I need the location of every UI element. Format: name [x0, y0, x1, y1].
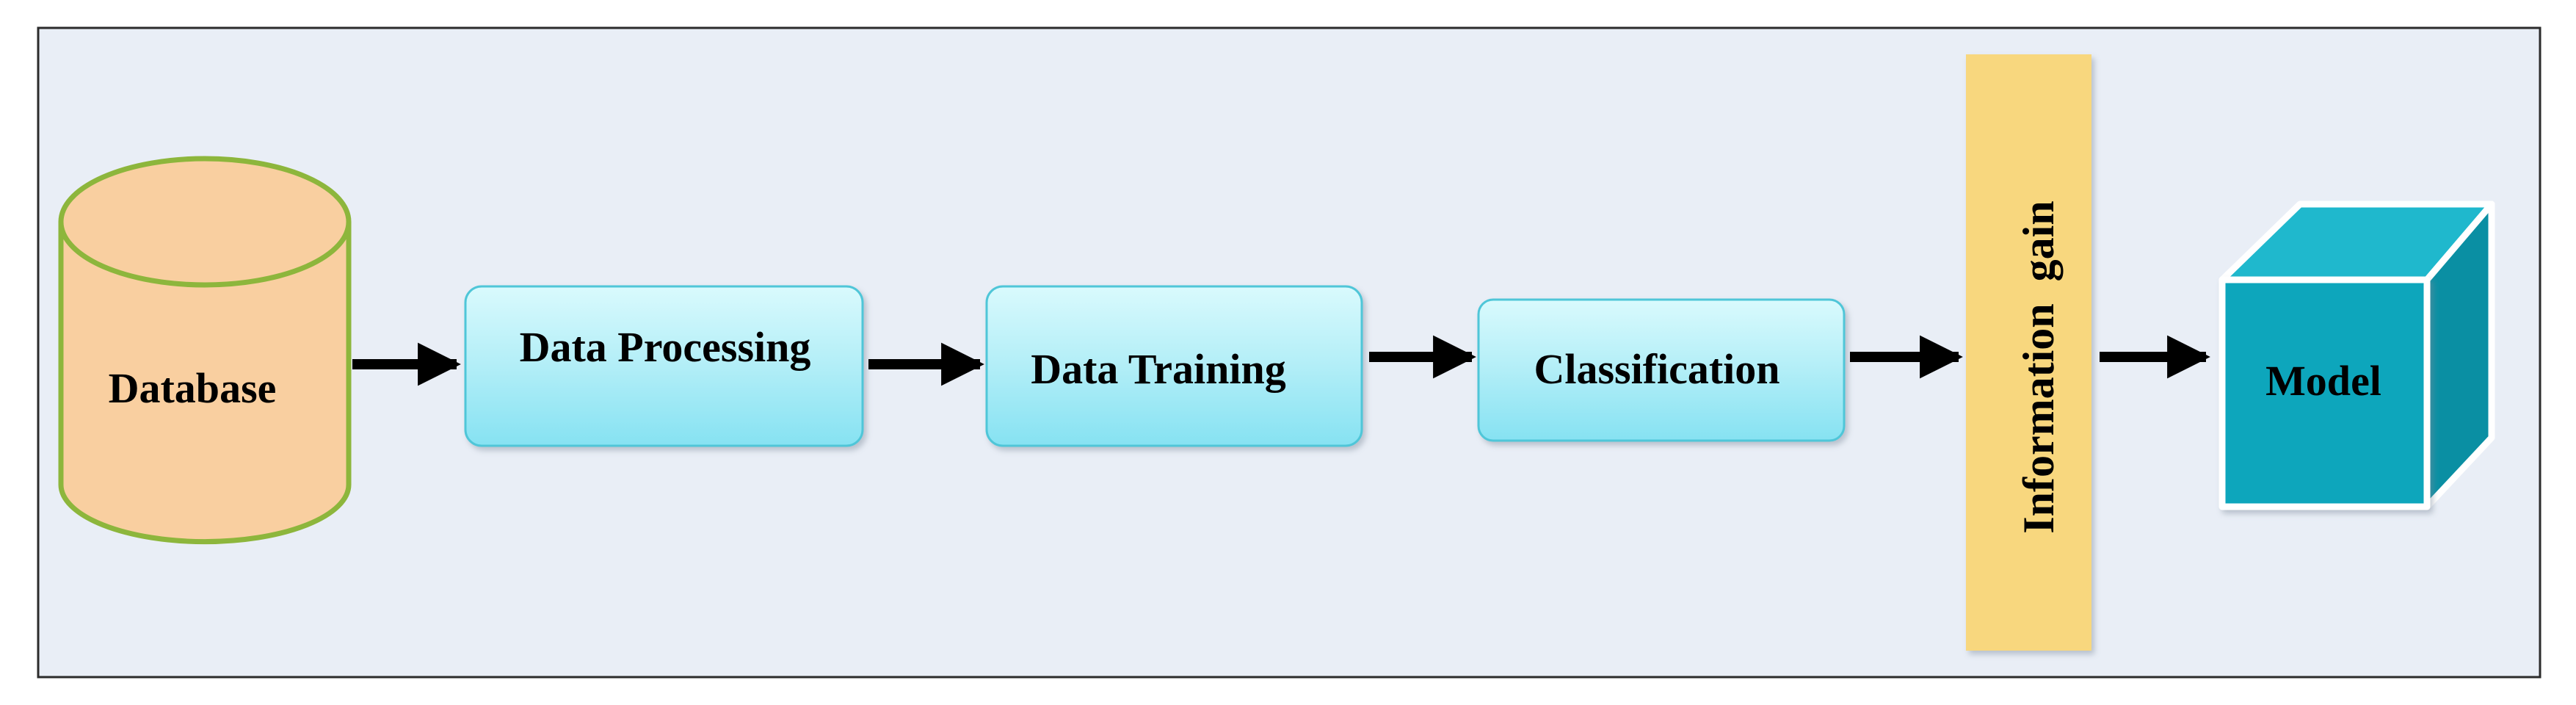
- information-gain-bar: [1966, 54, 2091, 651]
- data-processing-label: Data Processing: [520, 323, 811, 371]
- model-cube-front: [2218, 276, 2431, 510]
- data-processing-box: [464, 285, 864, 447]
- data-training-label: Data Training: [1031, 345, 1286, 393]
- database-label: Database: [109, 364, 277, 412]
- information-gain-label: Information gain: [2014, 200, 2063, 533]
- database-cylinder-body: [58, 222, 352, 545]
- information-gain-node: Information gain: [1966, 54, 2091, 651]
- model-node: Model: [2218, 200, 2495, 510]
- database-node: Database: [58, 156, 352, 545]
- classification-node: Classification: [1477, 298, 1846, 442]
- data-training-node: Data Training: [985, 285, 1363, 447]
- data-training-box: [985, 285, 1363, 447]
- model-label: Model: [2265, 357, 2381, 405]
- classification-label: Classification: [1534, 345, 1779, 393]
- classification-box: [1477, 298, 1846, 442]
- database-cylinder-top: [58, 156, 352, 288]
- data-processing-node: Data Processing: [464, 285, 864, 447]
